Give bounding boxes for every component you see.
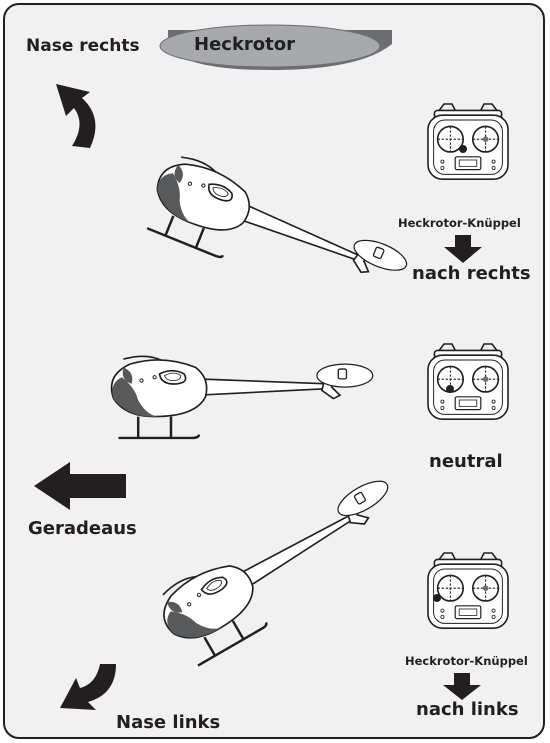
arrow-curved-down-left-icon xyxy=(60,664,116,710)
transmitter-icon xyxy=(428,553,508,628)
arrow-curved-left-up-icon xyxy=(56,84,95,148)
label-straight: Geradeaus xyxy=(28,518,137,539)
direction-left: nach links xyxy=(416,699,519,720)
arrow-down-icon xyxy=(444,235,482,263)
arrow-left-icon xyxy=(34,462,126,510)
helicopter-icon xyxy=(151,468,418,669)
transmitter-icon xyxy=(428,344,508,419)
helicopter-icon xyxy=(112,356,373,438)
label-nose-right: Nase rechts xyxy=(26,36,140,56)
stick-dot-center xyxy=(446,385,454,393)
stick-label-left: Heckrotor-Knüppel xyxy=(405,654,528,668)
direction-neutral: neutral xyxy=(429,451,503,472)
title: Heckrotor xyxy=(194,34,295,55)
label-nose-left: Nase links xyxy=(116,712,220,733)
arrow-down-icon xyxy=(443,673,481,700)
stick-dot-left xyxy=(433,594,441,602)
helicopter-icon xyxy=(141,150,414,324)
stick-dot-right xyxy=(459,145,467,153)
stick-label-right: Heckrotor-Knüppel xyxy=(398,216,521,230)
direction-right: nach rechts xyxy=(412,263,531,284)
transmitter-icon xyxy=(428,104,508,179)
